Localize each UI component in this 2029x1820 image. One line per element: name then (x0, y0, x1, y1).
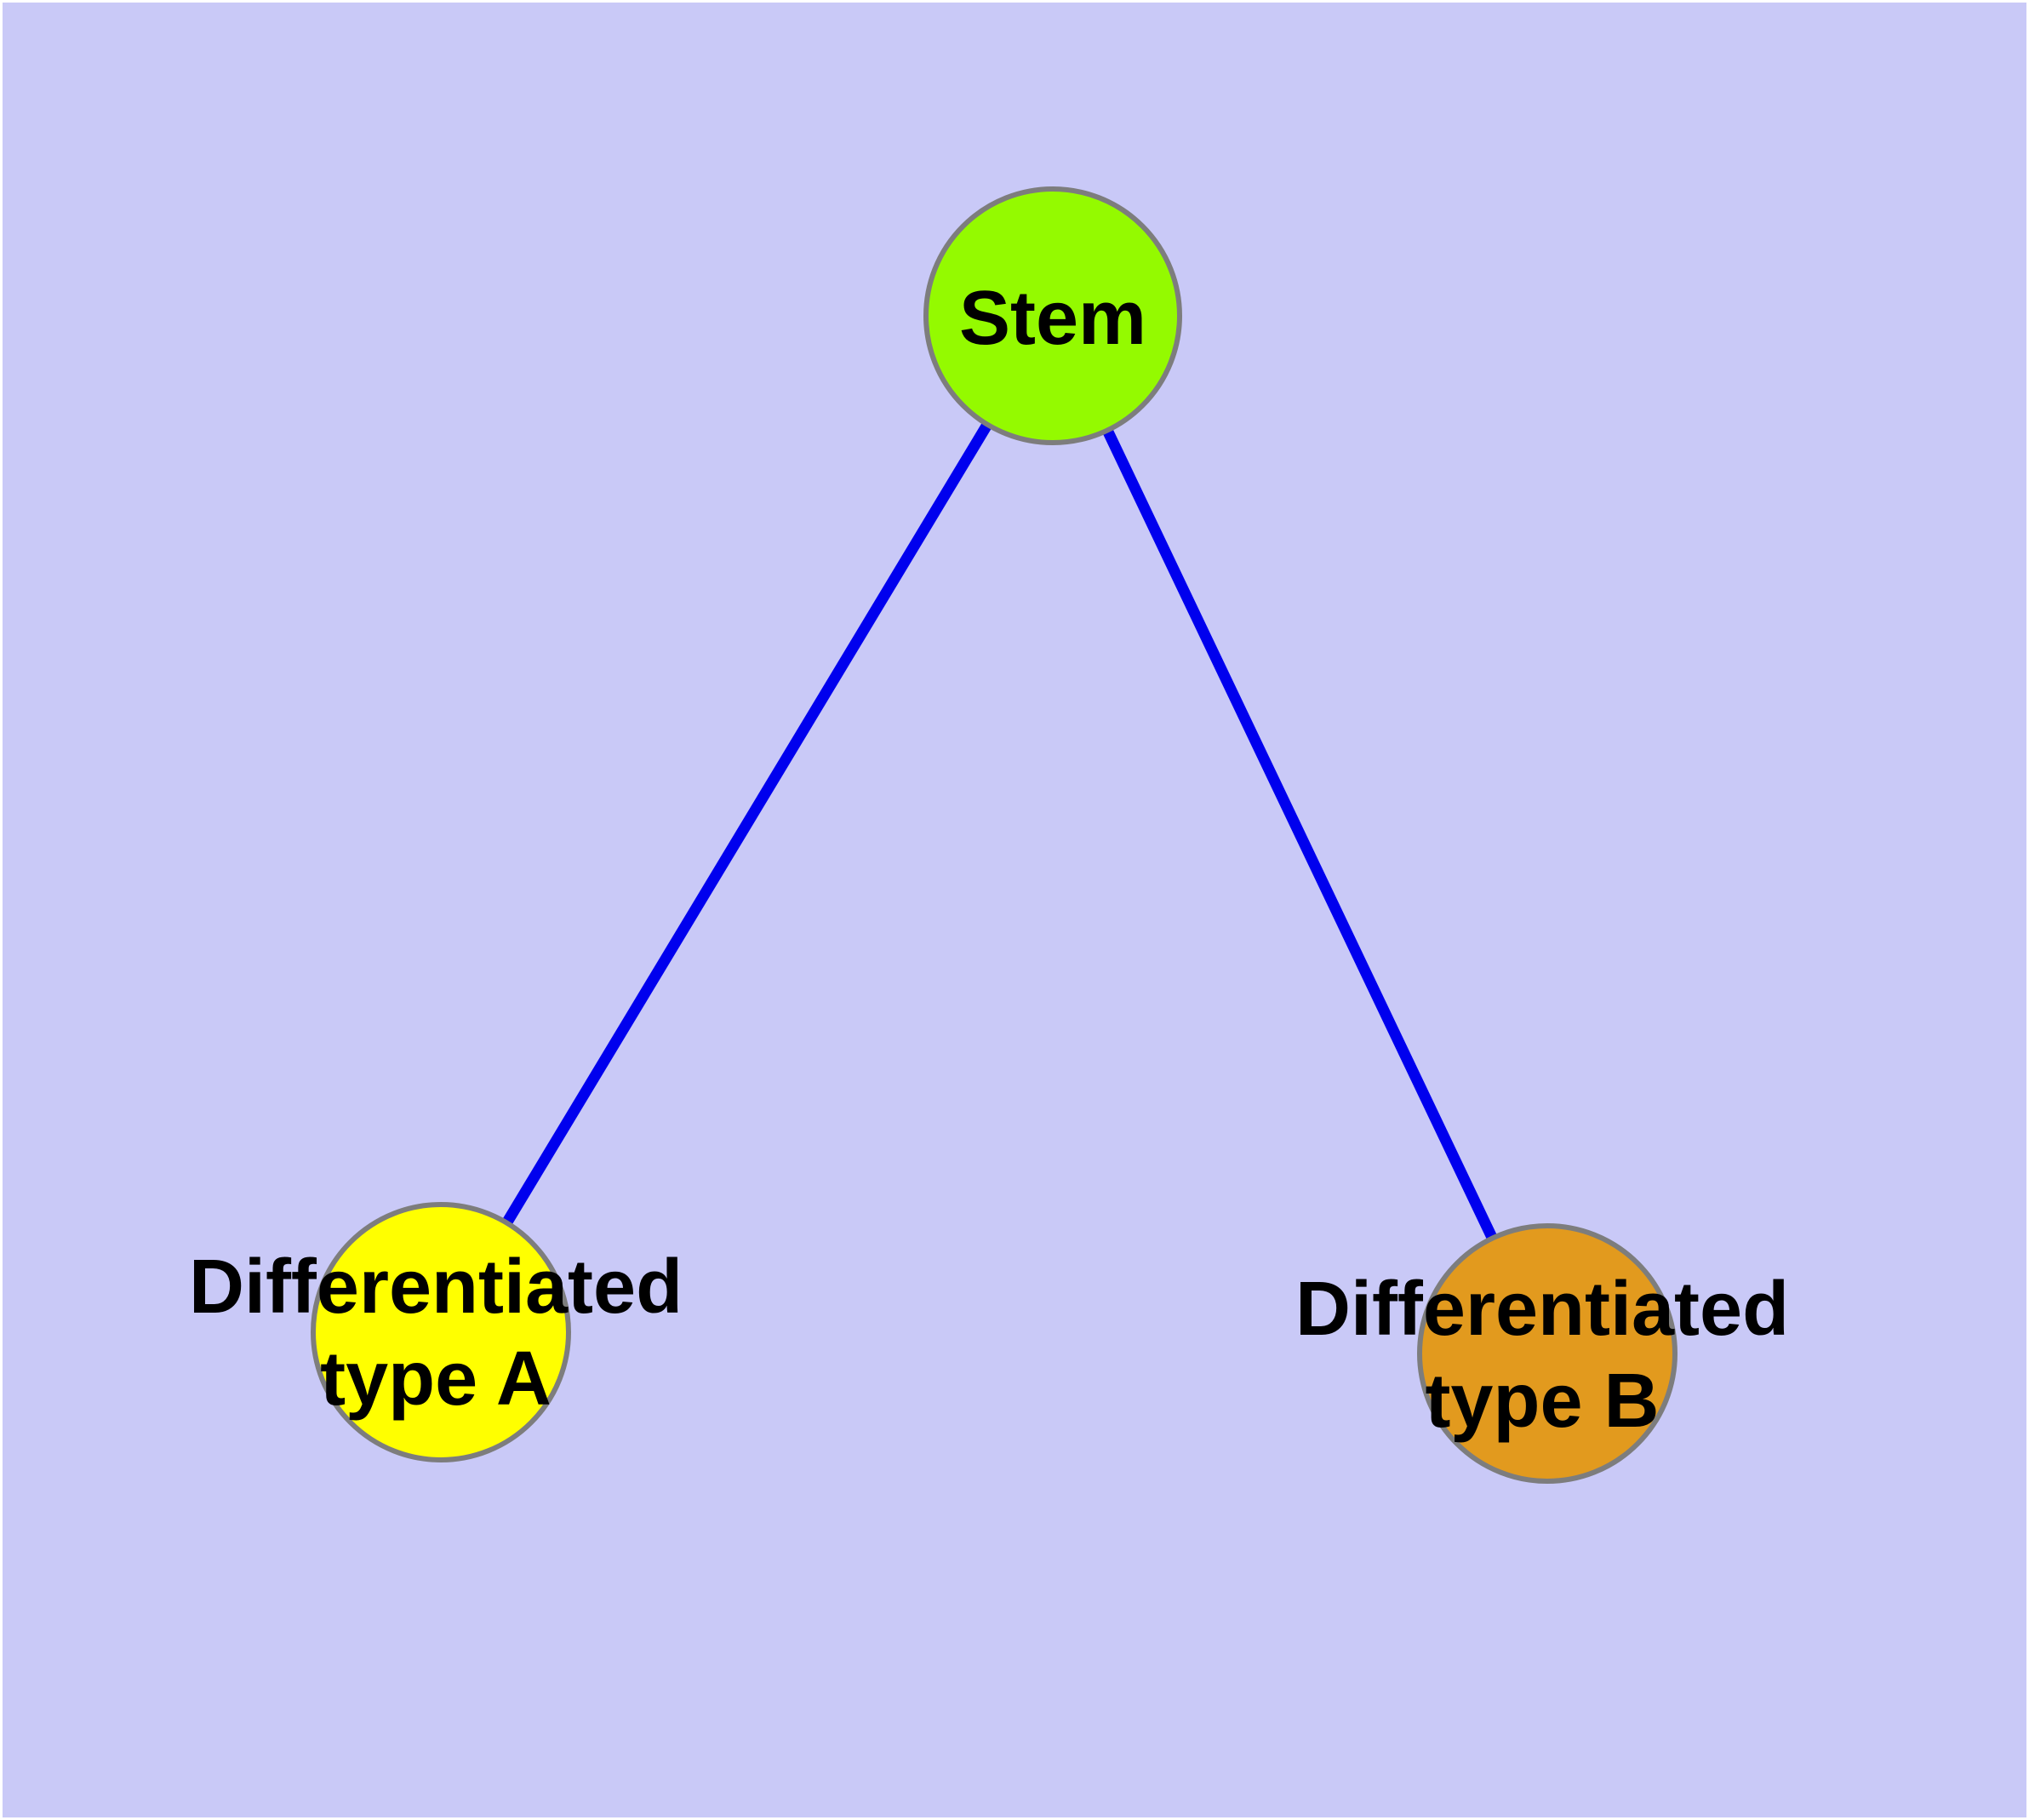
node-label-line: Differentiated (188, 1245, 683, 1330)
edge-stem-to-type-a (436, 312, 1058, 1336)
node-label-line: type B (1425, 1359, 1660, 1444)
node-differentiated-type-a (311, 1202, 571, 1462)
node-label-differentiated-type-b: Differentiated type B (1295, 1263, 1789, 1447)
node-label-stem: Stem (958, 276, 1147, 361)
node-label-differentiated-type-a: Differentiated type A (189, 1241, 683, 1425)
node-label-line: type A (320, 1336, 552, 1422)
edge-stem-to-type-b (1048, 313, 1552, 1356)
node-differentiated-type-b (1417, 1223, 1677, 1484)
node-label-line: Differentiated (1295, 1267, 1790, 1352)
node-stem (923, 186, 1182, 445)
